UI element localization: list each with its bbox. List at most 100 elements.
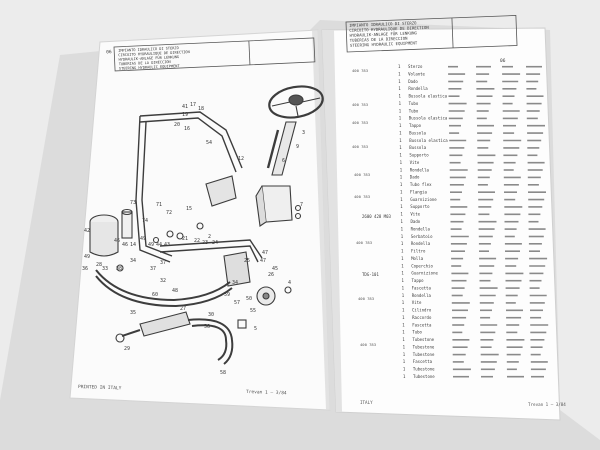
callout: 15 <box>186 206 192 212</box>
callout: 47 <box>260 258 266 264</box>
right-header-line-4: TUBERIAS DE LA DIRECCION <box>350 36 409 43</box>
callout: 30 <box>208 312 214 318</box>
callout: 21 <box>182 236 188 242</box>
callout: 48 <box>172 288 178 294</box>
parts-qty: 1 <box>399 138 402 143</box>
callout: 34 <box>232 280 238 286</box>
callout: 72 <box>166 210 172 216</box>
parts-name: Tubestone <box>413 352 435 357</box>
left-header-line-5: STEERING HYDRAULIC EQUIPMENT <box>119 64 181 71</box>
left-header-line-2: CIRCUITO HYDRAULIQUE DE DIRECTION <box>118 50 190 57</box>
parts-name: Rondella <box>411 226 431 231</box>
callout: 28 <box>96 262 102 268</box>
parts-qty: 1 <box>402 278 405 283</box>
callout: 46 <box>122 242 128 248</box>
parts-qty: 1 <box>401 241 404 246</box>
parts-name: Tappo <box>409 123 422 128</box>
callout: 25 <box>244 258 250 264</box>
callout: 42 <box>84 228 90 234</box>
callout: 50 <box>246 296 252 302</box>
callout: 58 <box>220 370 226 376</box>
parts-qty: 1 <box>402 322 405 327</box>
parts-row: 1 Tappo <box>399 123 545 128</box>
parts-name: Tubestone <box>413 374 435 379</box>
callout: 55 <box>250 308 256 314</box>
right-footer-country: ITALY <box>360 400 373 405</box>
left-header-line-3: HYDRAULIK-ANLAGE FÜR LENKUNG <box>118 54 179 62</box>
callout: 5 <box>254 326 257 332</box>
parts-name: Supporto <box>410 204 430 209</box>
parts-name: Bussola elastica <box>409 116 448 121</box>
callout: 2 <box>208 234 211 240</box>
parts-qty: 1 <box>399 94 402 99</box>
parts-name: Vite <box>410 212 420 217</box>
parts-name: Rondella <box>408 86 428 91</box>
ref-code: 400 783 <box>352 120 368 125</box>
parts-qty: 1 <box>401 226 404 231</box>
parts-name: Bussola elastica <box>409 138 448 143</box>
parts-name: Vite <box>410 160 420 165</box>
parts-qty: 1 <box>399 101 402 106</box>
parts-name: Serbatoio <box>411 234 433 239</box>
parts-qty: 1 <box>399 123 402 128</box>
right-page-tag: 06 <box>500 58 506 64</box>
left-header-line-1: IMPIANTO IDRAULICO DI STERZO <box>118 46 179 53</box>
parts-name: Guarnizione <box>411 271 438 276</box>
parts-qty: 1 <box>403 374 406 379</box>
parts-name: Guarnizione <box>410 197 437 202</box>
parts-name: Tubestone <box>412 337 434 342</box>
parts-qty: 1 <box>401 249 404 254</box>
parts-qty: 1 <box>398 64 401 69</box>
parts-row: 1 Tubestone <box>402 337 545 342</box>
parts-qty: 1 <box>402 330 405 335</box>
callout: 7 <box>300 202 303 208</box>
callout: 41 <box>182 104 188 110</box>
parts-qty: 1 <box>403 367 406 372</box>
parts-qty: 1 <box>400 190 403 195</box>
parts-qty: 1 <box>400 197 403 202</box>
callout: 37 <box>160 260 166 266</box>
callout: 34 <box>130 258 136 264</box>
parts-qty: 1 <box>401 234 404 239</box>
parts-qty: 1 <box>402 293 405 298</box>
parts-qty: 1 <box>401 256 404 261</box>
parts-name: Bussola elastica <box>409 94 448 99</box>
callout: 27 <box>180 306 186 312</box>
ref-label: TDG-101 <box>362 272 379 277</box>
parts-qty: 1 <box>402 337 405 342</box>
right-footer-revision: Trevan 1 – 3/84 <box>528 402 566 407</box>
left-footer-revision: Trevan 1 – 3/84 <box>246 389 287 396</box>
right-header-line-5: STEERING HYDRAULIC EQUIPMENT <box>350 40 418 48</box>
callout: 38 <box>116 266 122 272</box>
parts-name: Volante <box>408 71 425 76</box>
callout: 47 <box>262 250 268 256</box>
parts-qty: 1 <box>400 212 403 217</box>
ref-code-column: 400 783 400 783 400 783 400 783 400 783 … <box>352 68 391 347</box>
ref-code: 400 783 <box>354 172 370 177</box>
right-header-line-3: HYDRAULIK-ANLAGE FÜR LENKUNG <box>349 30 417 38</box>
parts-qty: 1 <box>403 352 406 357</box>
ref-code: 400 783 <box>356 240 372 245</box>
parts-qty: 1 <box>400 167 403 172</box>
callout: 32 <box>160 278 166 284</box>
callout: 74 <box>142 218 148 224</box>
callout: 17 <box>190 102 196 108</box>
parts-row: 1 Guarnizione <box>400 197 545 202</box>
callout: 56 <box>204 324 210 330</box>
parts-row: 1 Serbatoio <box>401 234 544 239</box>
parts-row: 1 Vite <box>400 212 541 217</box>
